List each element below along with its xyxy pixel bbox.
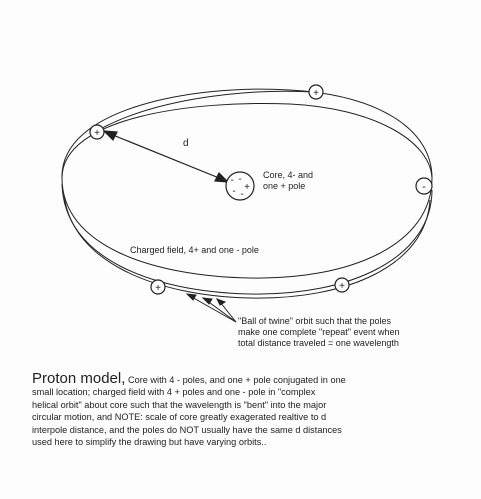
svg-text:+: + — [94, 128, 100, 139]
svg-text:+: + — [155, 283, 161, 294]
twine-label-line-2: make one complete "repeat" event when — [238, 327, 400, 337]
ball-of-twine-label: "Ball of twine" orbit such that the pole… — [238, 316, 400, 349]
core-sign-plus: + — [244, 182, 250, 193]
core-label-line-1: Core, 4- and — [263, 170, 314, 180]
proton-model-diagram: - - + - - + + - + + — [61, 84, 433, 323]
caption-line-3: helical orbit" about core such that the … — [32, 399, 327, 410]
svg-text:+: + — [313, 88, 319, 99]
twine-label-line-1: "Ball of twine" orbit such that the pole… — [238, 316, 391, 326]
caption-line-5: interpole distance, and the poles do NOT… — [32, 424, 342, 435]
proton-core: - - + - - — [225, 171, 255, 201]
svg-text:-: - — [422, 181, 426, 193]
orbit-lower-ring-2 — [61, 183, 433, 295]
caption-title: Proton model, — [32, 370, 126, 387]
core-sign-minus-2: - — [238, 174, 241, 185]
distance-d-arrow — [102, 130, 230, 183]
orbit-top-ring — [61, 88, 433, 179]
caption-line-1-text: Core with 4 - poles, and one + pole conj… — [125, 375, 346, 385]
pole-right-minus: - — [415, 177, 433, 195]
caption-line-1: Proton model, Core with 4 - poles, and o… — [32, 370, 472, 387]
orbit-inner-ring-b — [94, 90, 316, 133]
orbit-lower-ring-1 — [61, 177, 433, 279]
core-label: Core, 4- and one + pole — [263, 170, 313, 192]
pole-bottom-left-plus: + — [150, 279, 166, 295]
twine-pointer-lines — [185, 293, 237, 323]
core-sign-minus-4: - — [240, 189, 243, 200]
caption-line-2: small location; charged field with 4 + p… — [32, 387, 316, 398]
core-sign-minus-1: - — [230, 175, 233, 186]
orbit-lower-ring-3 — [63, 194, 431, 299]
caption-line-6: used here to simplify the drawing but ha… — [32, 437, 267, 448]
svg-text:+: + — [339, 281, 345, 292]
distance-label: d — [183, 138, 189, 149]
core-sign-minus-3: - — [232, 186, 235, 197]
caption-line-4: circular motion, and NOTE: scale of core… — [32, 412, 327, 423]
diagram-caption: Proton model, Core with 4 - poles, and o… — [32, 370, 472, 448]
pole-bottom-right-plus: + — [334, 277, 350, 293]
pole-top-plus: + — [308, 84, 324, 100]
pole-left-plus: + — [89, 124, 105, 140]
twine-label-line-3: total distance traveled = one wavelength — [238, 338, 399, 348]
core-label-line-2: one + pole — [263, 181, 306, 191]
charged-field-label: Charged field, 4+ and one - pole — [130, 245, 259, 255]
orbit-inner-ring-a — [61, 103, 433, 179]
